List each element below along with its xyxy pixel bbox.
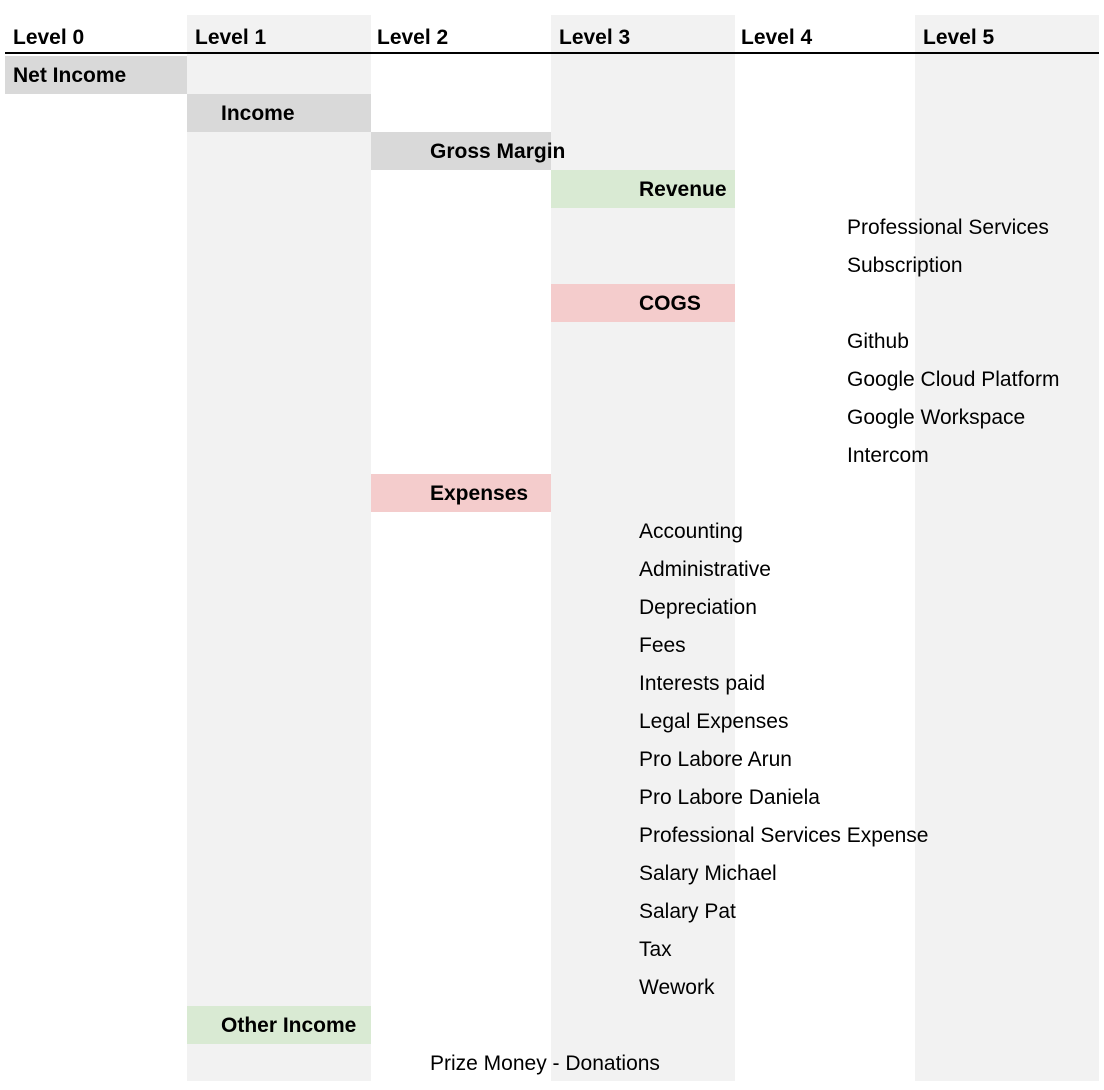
header-divider bbox=[5, 52, 1099, 54]
row-label-level-3[interactable]: Professional Services Expense bbox=[639, 824, 929, 847]
row-label-level-4[interactable]: Google Cloud Platform bbox=[847, 368, 1060, 391]
row-highlight bbox=[371, 132, 551, 170]
row-label-level-3[interactable]: Depreciation bbox=[639, 596, 757, 619]
row-label-level-3[interactable]: Revenue bbox=[639, 178, 727, 201]
row-label-level-4[interactable]: Subscription bbox=[847, 254, 963, 277]
row-highlight bbox=[371, 474, 551, 512]
row-label-level-4[interactable]: Google Workspace bbox=[847, 406, 1026, 429]
row-highlight bbox=[5, 56, 187, 94]
row-label-level-4[interactable]: Github bbox=[847, 330, 909, 353]
row-label-level-1[interactable]: Income bbox=[221, 102, 295, 125]
row-label-level-1[interactable]: Other Income bbox=[221, 1014, 357, 1037]
row-label-level-4[interactable]: Professional Services bbox=[847, 216, 1049, 239]
row-label-level-3[interactable]: Legal Expenses bbox=[639, 710, 789, 733]
header-level-4: Level 4 bbox=[741, 26, 813, 49]
row-highlight bbox=[187, 94, 371, 132]
row-label-level-0[interactable]: Net Income bbox=[13, 64, 127, 87]
row-label-level-3[interactable]: Salary Michael bbox=[639, 862, 777, 885]
row-label-level-2[interactable]: Expenses bbox=[430, 482, 529, 505]
header-level-0: Level 0 bbox=[13, 26, 85, 49]
row-label-level-2[interactable]: Gross Margin bbox=[430, 140, 566, 163]
column-stripe-level-1 bbox=[187, 15, 371, 1081]
row-label-level-3[interactable]: Pro Labore Daniela bbox=[639, 786, 820, 809]
header-level-3: Level 3 bbox=[559, 26, 631, 49]
row-label-level-3[interactable]: Accounting bbox=[639, 520, 743, 543]
row-label-level-3[interactable]: Wework bbox=[639, 976, 715, 999]
header-level-5: Level 5 bbox=[923, 26, 995, 49]
row-label-level-4[interactable]: Intercom bbox=[847, 444, 929, 467]
column-stripe-level-5 bbox=[915, 15, 1099, 1081]
header-level-2: Level 2 bbox=[377, 26, 449, 49]
row-label-level-3[interactable]: Salary Pat bbox=[639, 900, 736, 923]
row-highlight bbox=[551, 170, 735, 208]
row-label-level-3[interactable]: Fees bbox=[639, 634, 686, 657]
row-label-level-3[interactable]: COGS bbox=[639, 292, 701, 315]
row-highlight bbox=[551, 284, 735, 322]
row-label-level-3[interactable]: Administrative bbox=[639, 558, 771, 581]
row-label-level-3[interactable]: Tax bbox=[639, 938, 672, 961]
row-label-level-3[interactable]: Interests paid bbox=[639, 672, 766, 695]
row-label-level-2[interactable]: Prize Money - Donations bbox=[430, 1052, 660, 1075]
row-highlight bbox=[187, 1006, 371, 1044]
header-level-1: Level 1 bbox=[195, 26, 267, 49]
row-label-level-3[interactable]: Pro Labore Arun bbox=[639, 748, 792, 771]
